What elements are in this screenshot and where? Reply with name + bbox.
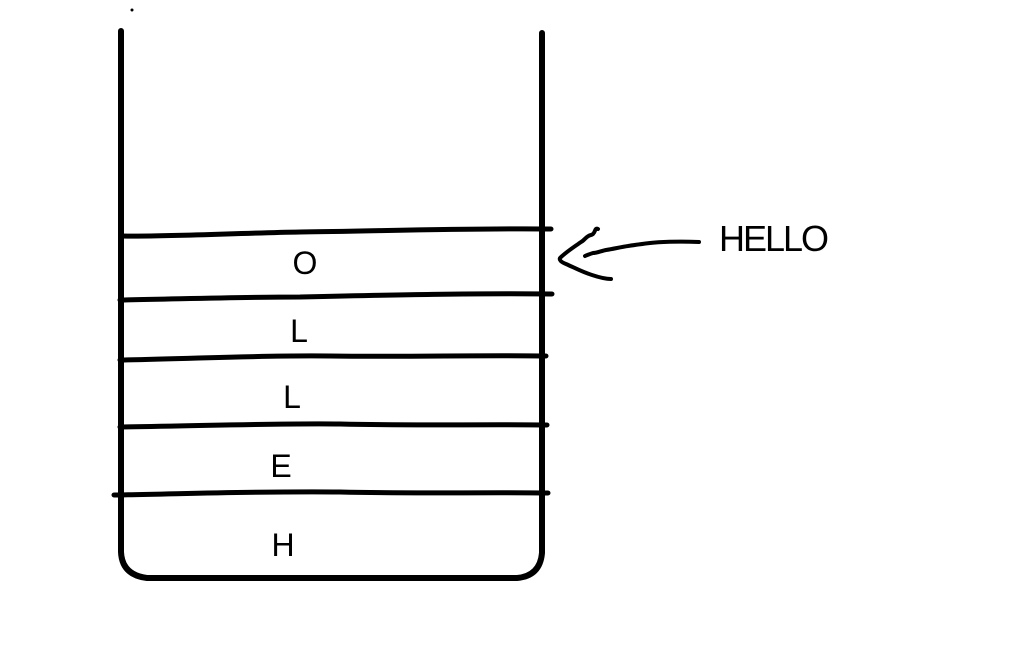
divider-line-3 — [117, 353, 549, 363]
top-pointer-arrow-icon — [557, 226, 701, 281]
stack-cell-letter-2: L — [290, 313, 308, 349]
divider-line-5 — [111, 489, 551, 498]
stack-cell-letter-bottom: H — [271, 527, 295, 563]
divider-line-1 — [118, 226, 554, 239]
divider-line-4 — [117, 421, 550, 430]
stack-cell-letter-4: E — [270, 448, 292, 484]
arrow-label: HELLO — [719, 218, 829, 259]
container-outline — [118, 28, 545, 581]
stack-cell-letter-3: L — [283, 379, 301, 415]
arrow-head — [557, 226, 613, 281]
stack-cell-letter-top: O — [292, 245, 318, 281]
arrow-shaft — [583, 239, 701, 258]
stray-dot — [130, 8, 134, 12]
divider-line-2 — [117, 291, 555, 303]
